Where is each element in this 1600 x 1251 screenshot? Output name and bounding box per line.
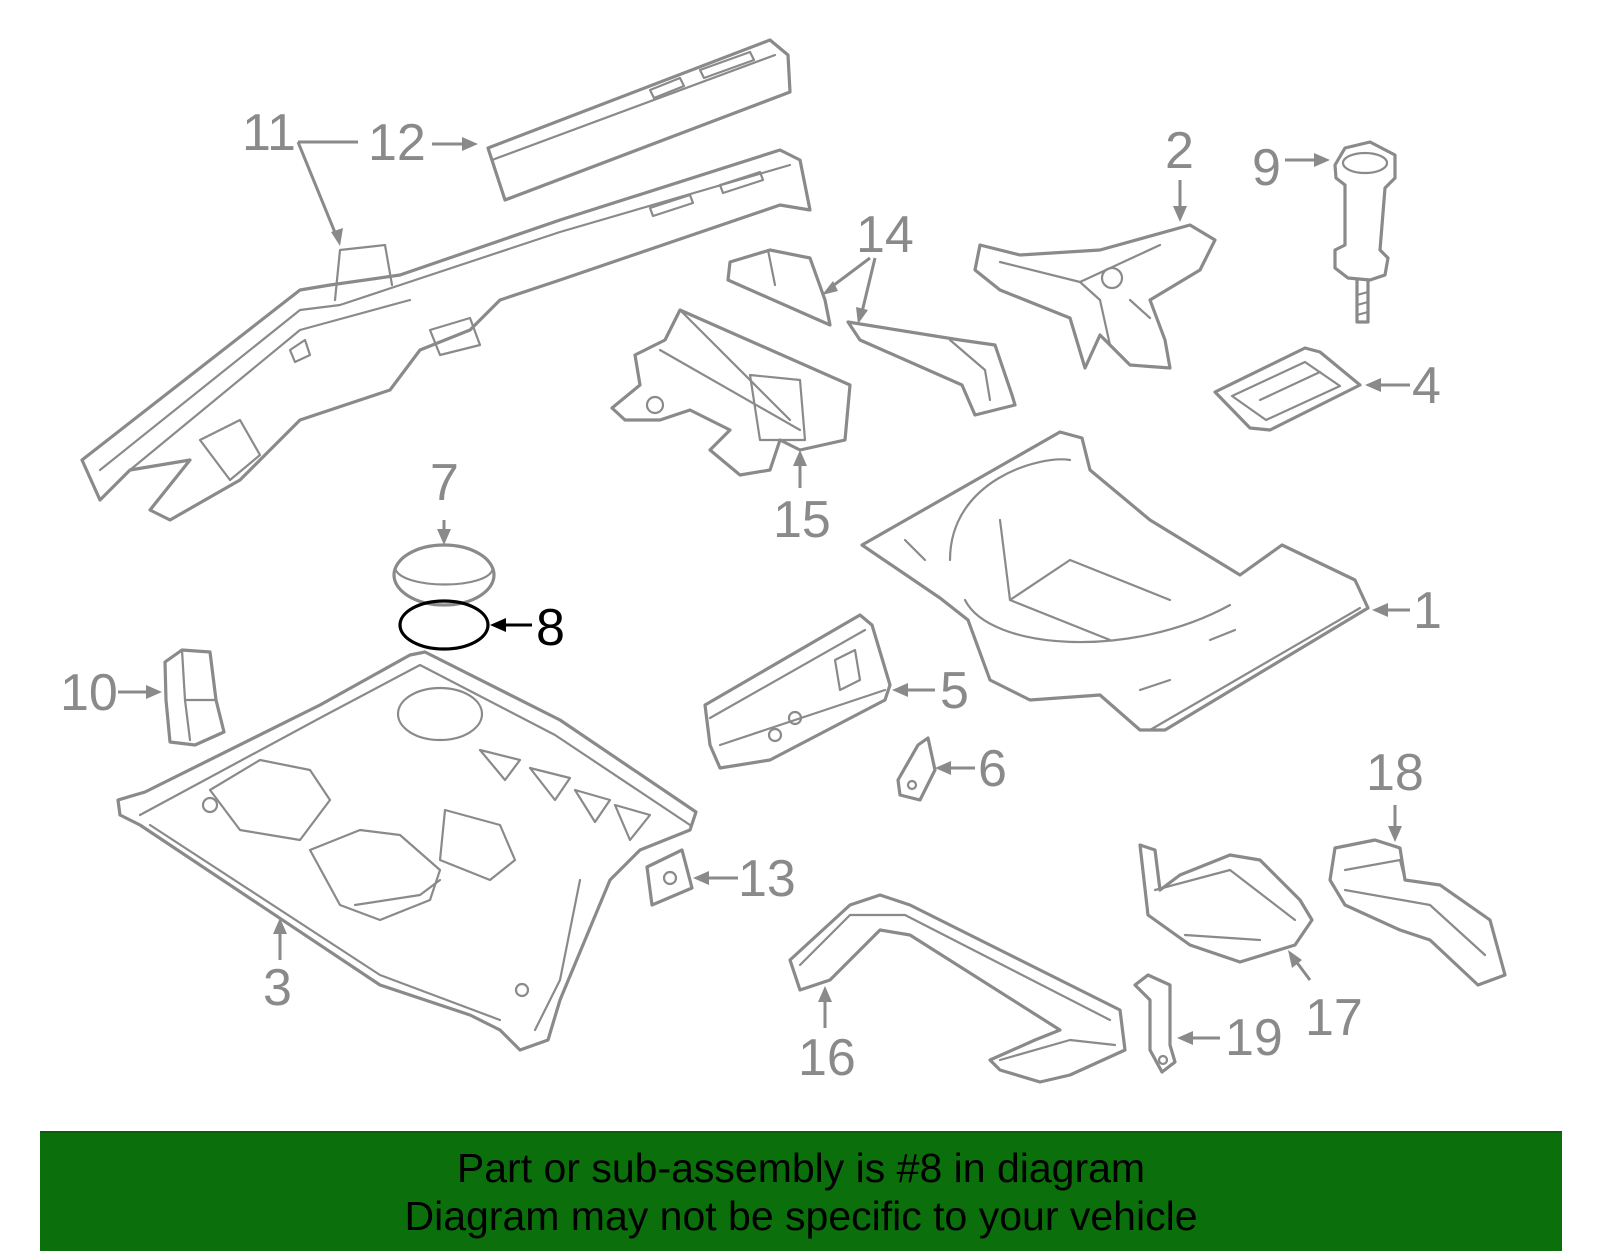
part-2-bracket xyxy=(973,223,1217,370)
part-17-shield xyxy=(1138,843,1314,964)
part-18-bracket xyxy=(1328,838,1507,987)
part-1-rear-floor-pan xyxy=(860,430,1370,732)
part-19-bracket xyxy=(1133,973,1177,1074)
part-5-reinforcement xyxy=(703,613,892,770)
part-10-bracket xyxy=(163,648,226,747)
banner-line-part: Part or sub-assembly is #8 in diagram xyxy=(456,1145,1146,1191)
part-8-seal xyxy=(398,599,490,651)
part-7-plug xyxy=(392,543,496,607)
banner-line-disclaimer: Diagram may not be specific to your vehi… xyxy=(404,1193,1198,1239)
callout-2[interactable]: 2 xyxy=(1165,122,1194,180)
callout-10[interactable]: 10 xyxy=(60,664,118,722)
callout-11[interactable]: 11 xyxy=(242,104,296,162)
part-9-jack xyxy=(1333,140,1397,324)
callout-14[interactable]: 14 xyxy=(856,206,914,264)
part-12-rail-reinforcement xyxy=(486,38,792,202)
callout-17[interactable]: 17 xyxy=(1305,989,1363,1047)
info-banner: Part or sub-assembly is #8 in diagram Di… xyxy=(40,1131,1562,1251)
callout-13[interactable]: 13 xyxy=(738,850,796,908)
callout-7[interactable]: 7 xyxy=(430,454,459,512)
part-4-panel xyxy=(1213,346,1362,432)
callout-18[interactable]: 18 xyxy=(1366,744,1424,802)
callout-15[interactable]: 15 xyxy=(773,491,831,549)
callout-3[interactable]: 3 xyxy=(263,959,292,1017)
part-15-crossmember xyxy=(610,308,852,477)
callout-5[interactable]: 5 xyxy=(940,662,969,720)
parts-diagram: 1 2 3 4 5 6 7 8 9 10 11 12 13 14 15 16 1… xyxy=(60,38,1507,1087)
callout-16[interactable]: 16 xyxy=(798,1029,856,1087)
callout-9[interactable]: 9 xyxy=(1252,139,1281,197)
part-16-crossmember xyxy=(788,893,1127,1084)
callout-4[interactable]: 4 xyxy=(1412,357,1441,415)
part-3-floor-pan xyxy=(116,650,698,1052)
callout-1[interactable]: 1 xyxy=(1413,582,1442,640)
callout-labels: 1 2 3 4 5 6 7 8 9 10 11 12 13 14 15 16 1… xyxy=(60,104,1442,1087)
callout-8[interactable]: 8 xyxy=(536,599,565,657)
part-11-frame-rail xyxy=(80,148,812,522)
leader-lines xyxy=(118,137,1410,1045)
callout-6[interactable]: 6 xyxy=(978,740,1007,798)
callout-19[interactable]: 19 xyxy=(1225,1009,1283,1067)
part-13-plate xyxy=(645,848,694,907)
part-6-clip xyxy=(896,736,937,802)
part-14-bracket xyxy=(726,248,1017,417)
callout-12[interactable]: 12 xyxy=(368,114,426,172)
